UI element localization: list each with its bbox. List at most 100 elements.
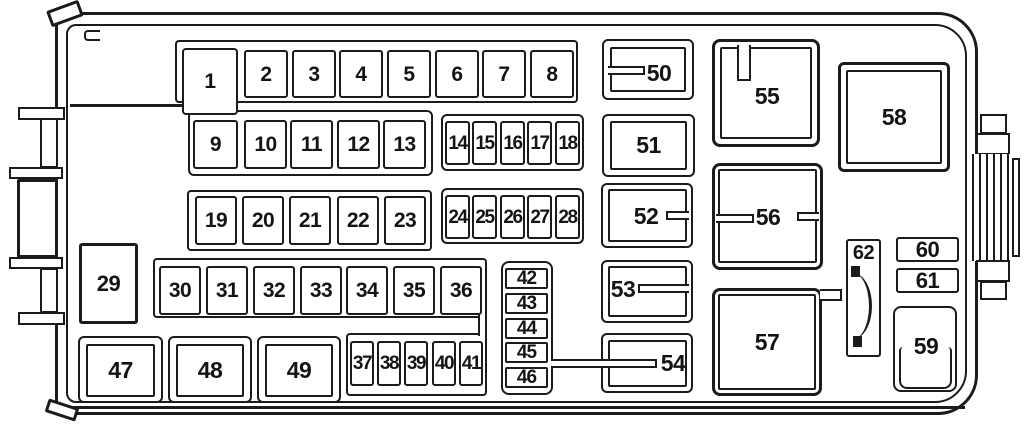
fuse-6: 6	[435, 50, 479, 98]
fuse-group-30-36	[153, 258, 487, 318]
label-44: 44	[516, 318, 537, 339]
relay-54-channel	[551, 359, 657, 368]
left-tab-bar-2	[9, 167, 63, 179]
fuse-9: 9	[193, 120, 238, 169]
label-2: 2	[260, 62, 272, 86]
bottom-band	[72, 406, 965, 409]
label-62: 62	[852, 242, 875, 264]
fuse-60: 60	[896, 237, 959, 262]
label-40: 40	[434, 353, 455, 374]
left-tab-bar-3	[9, 257, 63, 269]
label-1: 1	[204, 70, 216, 93]
label-21: 21	[298, 209, 322, 232]
label-26: 26	[503, 206, 523, 228]
fuse-group-19-23	[187, 190, 432, 251]
strap-62-label: 62	[848, 243, 879, 263]
label-43: 43	[516, 293, 537, 314]
fuse-44: 44	[505, 318, 548, 339]
label-38: 38	[379, 353, 400, 374]
relay-50-slot	[608, 66, 645, 75]
label-45: 45	[516, 342, 537, 363]
strap-62-terminal-top	[851, 266, 860, 277]
fuse-group-14-18	[441, 114, 584, 171]
label-32: 32	[262, 279, 286, 302]
label-13: 13	[393, 133, 416, 156]
relay-54-label: 54	[656, 349, 690, 376]
fuse-31: 31	[206, 266, 248, 315]
strap-62-terminal-bottom	[853, 336, 862, 347]
relay-53-slot	[638, 284, 689, 293]
fuse-14: 14	[445, 121, 470, 165]
label-20: 20	[251, 209, 275, 232]
left-tab-neck-2	[40, 268, 58, 313]
label-29: 29	[96, 270, 121, 296]
relay-50-label: 50	[637, 60, 681, 86]
fuse-37: 37	[350, 341, 374, 386]
relay-51: 51	[610, 121, 687, 170]
label-10: 10	[254, 133, 277, 156]
label-33: 33	[309, 279, 333, 302]
label-42: 42	[516, 268, 537, 289]
label-27: 27	[530, 206, 550, 228]
fuse-13: 13	[383, 120, 426, 169]
fuse-43: 43	[505, 293, 548, 314]
relay-48: 48	[176, 344, 244, 397]
fuse-42: 42	[505, 268, 548, 289]
label-60: 60	[915, 236, 940, 262]
casing-inner	[66, 24, 967, 403]
fuse-15: 15	[472, 121, 497, 165]
label-28: 28	[558, 206, 578, 228]
fuse-24: 24	[445, 195, 470, 239]
right-connector-cap-bottom	[980, 281, 1007, 300]
relay-56-slot-right	[797, 212, 819, 221]
label-50: 50	[646, 60, 672, 86]
label-19: 19	[204, 209, 228, 232]
label-6: 6	[451, 62, 463, 86]
fuse-19: 19	[195, 196, 237, 245]
label-30: 30	[168, 279, 192, 302]
relay-59-label: 59	[904, 335, 948, 358]
left-tab-block	[17, 179, 58, 258]
relay-56-label: 56	[745, 205, 791, 228]
label-57: 57	[754, 328, 780, 355]
relay-59-channel	[899, 347, 952, 389]
fuse-10: 10	[244, 120, 287, 169]
fuse-group-42-46	[501, 261, 553, 395]
strap-62-wire	[853, 273, 872, 339]
fuse-12: 12	[337, 120, 380, 169]
label-12: 12	[347, 133, 370, 156]
relay-55-slot	[737, 45, 751, 81]
fuse-3: 3	[292, 50, 336, 98]
fuse-28: 28	[555, 195, 580, 239]
label-36: 36	[449, 279, 473, 302]
relay-53-label: 53	[601, 277, 645, 300]
fuse-18: 18	[555, 121, 580, 165]
fuse-32: 32	[253, 266, 295, 315]
relay-55-inner	[720, 47, 812, 139]
fuse-group-24-28	[441, 188, 584, 244]
label-18: 18	[558, 132, 578, 154]
fuse-2: 2	[244, 50, 288, 98]
fuse-39: 39	[404, 341, 428, 386]
relay-57: 57	[718, 294, 816, 390]
label-55: 55	[754, 82, 780, 109]
relay-52-slot	[666, 211, 689, 220]
right-connector-cap-top	[980, 114, 1007, 134]
fuse-11: 11	[290, 120, 333, 169]
fuse-25: 25	[472, 195, 497, 239]
left-tab-bar-4	[18, 312, 65, 325]
fuse-61: 61	[896, 268, 959, 293]
label-58: 58	[881, 103, 907, 130]
fuse-26: 26	[500, 195, 525, 239]
label-9: 9	[209, 133, 222, 156]
relay-58: 58	[846, 70, 942, 164]
label-48: 48	[197, 357, 223, 383]
label-25: 25	[475, 206, 495, 228]
label-34: 34	[355, 279, 379, 302]
label-54: 54	[660, 349, 686, 376]
fuse-5: 5	[387, 50, 431, 98]
fuse-45: 45	[505, 342, 548, 363]
fuse-group-1-8	[175, 40, 578, 103]
label-46: 46	[516, 367, 537, 388]
